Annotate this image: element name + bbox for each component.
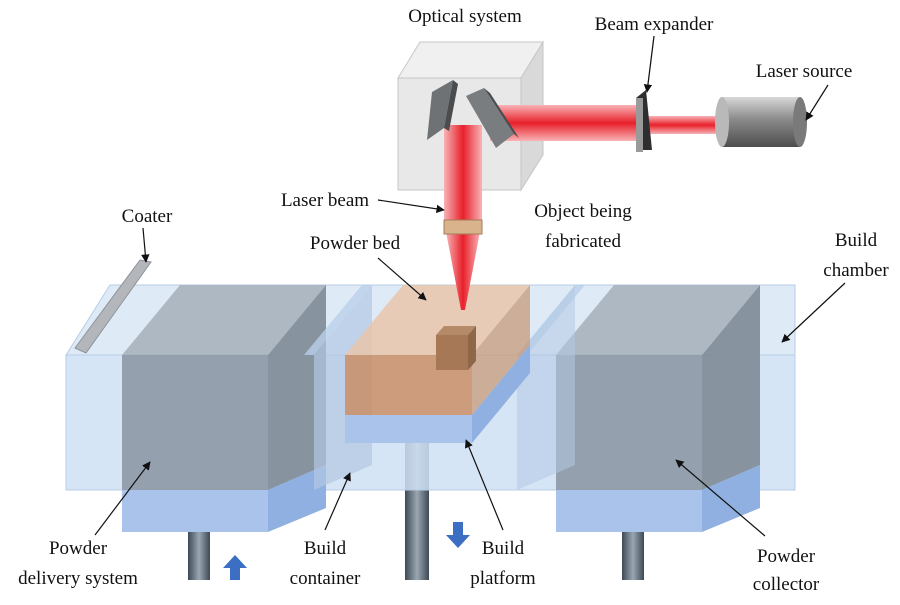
label-build-chamber-line1: Build — [835, 230, 878, 251]
scanning-mirrors — [427, 80, 519, 148]
up-arrow-icon — [223, 555, 247, 580]
label-laser-beam: Laser beam — [281, 190, 369, 211]
label-laser-source: Laser source — [756, 61, 853, 82]
label-powder-delivery-line2: delivery system — [18, 568, 138, 589]
build-platform — [345, 345, 530, 443]
label-object-line2: fabricated — [545, 231, 621, 252]
label-coater: Coater — [122, 206, 173, 227]
label-optical-system: Optical system — [408, 6, 522, 27]
powder-delivery-block — [122, 285, 326, 532]
delivery-piston — [188, 530, 210, 580]
laser-source — [715, 97, 807, 147]
down-arrow-icon — [446, 522, 470, 548]
coater — [74, 259, 152, 354]
label-powder-collector-line2: collector — [753, 574, 820, 595]
label-build-platform-line1: Build — [482, 538, 525, 559]
label-build-container-line2: container — [290, 568, 361, 589]
label-object-line1: Object being — [534, 201, 632, 222]
laser-beam-path — [443, 105, 722, 310]
label-build-container-line1: Build — [304, 538, 347, 559]
label-build-platform-line2: platform — [470, 568, 536, 589]
collector-piston — [622, 530, 644, 580]
fabricated-object — [436, 326, 476, 370]
leader-lines — [94, 35, 846, 537]
label-build-chamber-line2: chamber — [823, 260, 889, 281]
label-beam-expander: Beam expander — [595, 14, 714, 35]
beam-expander — [636, 90, 652, 152]
focusing-lens — [443, 219, 483, 235]
label-powder-collector-line1: Powder — [757, 546, 816, 567]
label-powder-bed: Powder bed — [310, 233, 401, 254]
powder-collector-block — [556, 285, 760, 532]
label-powder-delivery-line1: Powder — [49, 538, 108, 559]
